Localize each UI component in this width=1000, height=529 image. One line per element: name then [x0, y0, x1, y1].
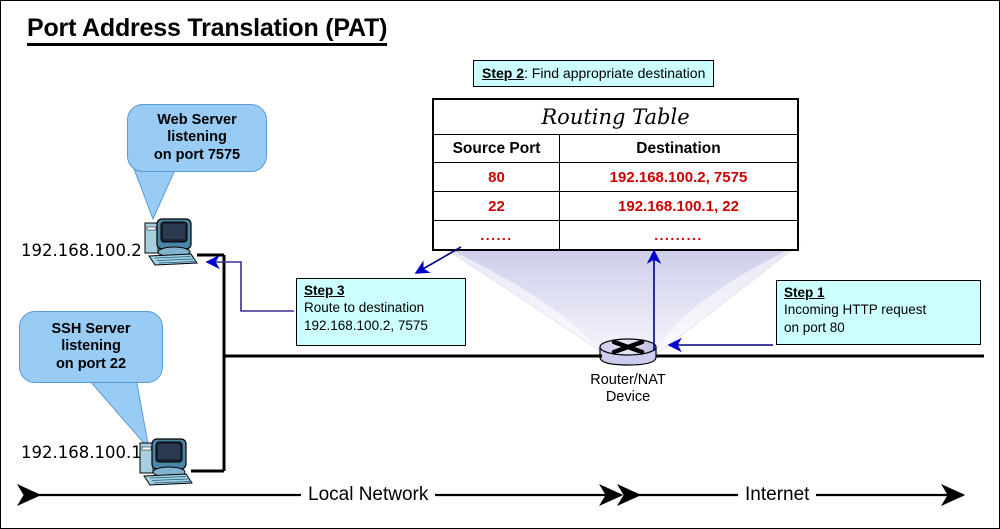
cell-source-port: 22 [432, 191, 560, 221]
step-3-callout: Step 3 Route to destination 192.168.100.… [296, 278, 466, 346]
ssh-server-callout: SSH Server listening on port 22 [19, 311, 163, 383]
cell-source-port: 80 [432, 162, 560, 192]
page-title: Port Address Translation (PAT) [27, 15, 387, 47]
cell-destination: 192.168.100.2, 7575 [559, 162, 799, 192]
zone-label-local-network: Local Network [301, 484, 436, 506]
table-row: 80 192.168.100.2, 7575 [432, 162, 799, 192]
step-2-label: Step 2 [482, 65, 525, 81]
ssh-server-callout-line-1: SSH Server [51, 321, 131, 338]
web-server-callout-line-3: on port 7575 [153, 146, 241, 163]
step-3-line-1: Route to destination [304, 300, 425, 316]
table-row: 22 192.168.100.1, 22 [432, 191, 799, 221]
web-server-computer-icon [144, 218, 198, 266]
router-nat-device-icon [599, 338, 657, 366]
ssh-server-callout-line-3: on port 22 [55, 355, 127, 372]
step-2-text: : Find appropriate destination [524, 65, 706, 81]
step-1-label: Step 1 [784, 285, 825, 300]
routing-table-title: Routing Table [433, 99, 798, 135]
step-2-callout: Step 2: Find appropriate destination [473, 60, 715, 87]
step-1-line-2: on port 80 [784, 319, 845, 335]
web-server-callout: Web Server listening on port 7575 [127, 104, 267, 172]
step-3-line-2: 192.168.100.2, 7575 [304, 317, 428, 333]
table-row: ...... ......... [432, 220, 799, 251]
web-server-ip-label: 192.168.100.2 [21, 241, 142, 260]
cell-destination-ellipsis: ......... [559, 220, 799, 251]
ssh-server-ip-label: 192.168.100.1 [21, 443, 142, 462]
ssh-server-computer-icon [139, 438, 193, 486]
ssh-server-callout-line-2: listening [61, 338, 121, 355]
ssh-server-callout-tail [82, 373, 150, 451]
column-header-destination: Destination [559, 134, 799, 163]
router-label-line-1: Router/NAT [590, 372, 666, 388]
table-header-row: Source Port Destination [432, 134, 799, 163]
step-1-line-1: Incoming HTTP request [784, 302, 927, 318]
table-title-row: Routing Table [433, 99, 798, 135]
web-server-callout-line-1: Web Server [157, 112, 237, 129]
web-server-callout-line-2: listening [167, 129, 227, 146]
step-1-callout: Step 1 Incoming HTTP request on port 80 [776, 280, 981, 345]
cell-source-port-ellipsis: ...... [432, 220, 560, 251]
zone-label-internet: Internet [738, 484, 817, 506]
routing-table: Routing Table Source Port Destination 80… [432, 98, 799, 251]
cell-destination: 192.168.100.1, 22 [559, 191, 799, 221]
web-server-callout-tail [130, 161, 180, 221]
router-label-line-2: Device [605, 388, 651, 405]
step-3-label: Step 3 [304, 283, 345, 298]
router-nat-device-label: Router/NAT Device [573, 372, 683, 405]
column-header-source-port: Source Port [432, 134, 560, 163]
